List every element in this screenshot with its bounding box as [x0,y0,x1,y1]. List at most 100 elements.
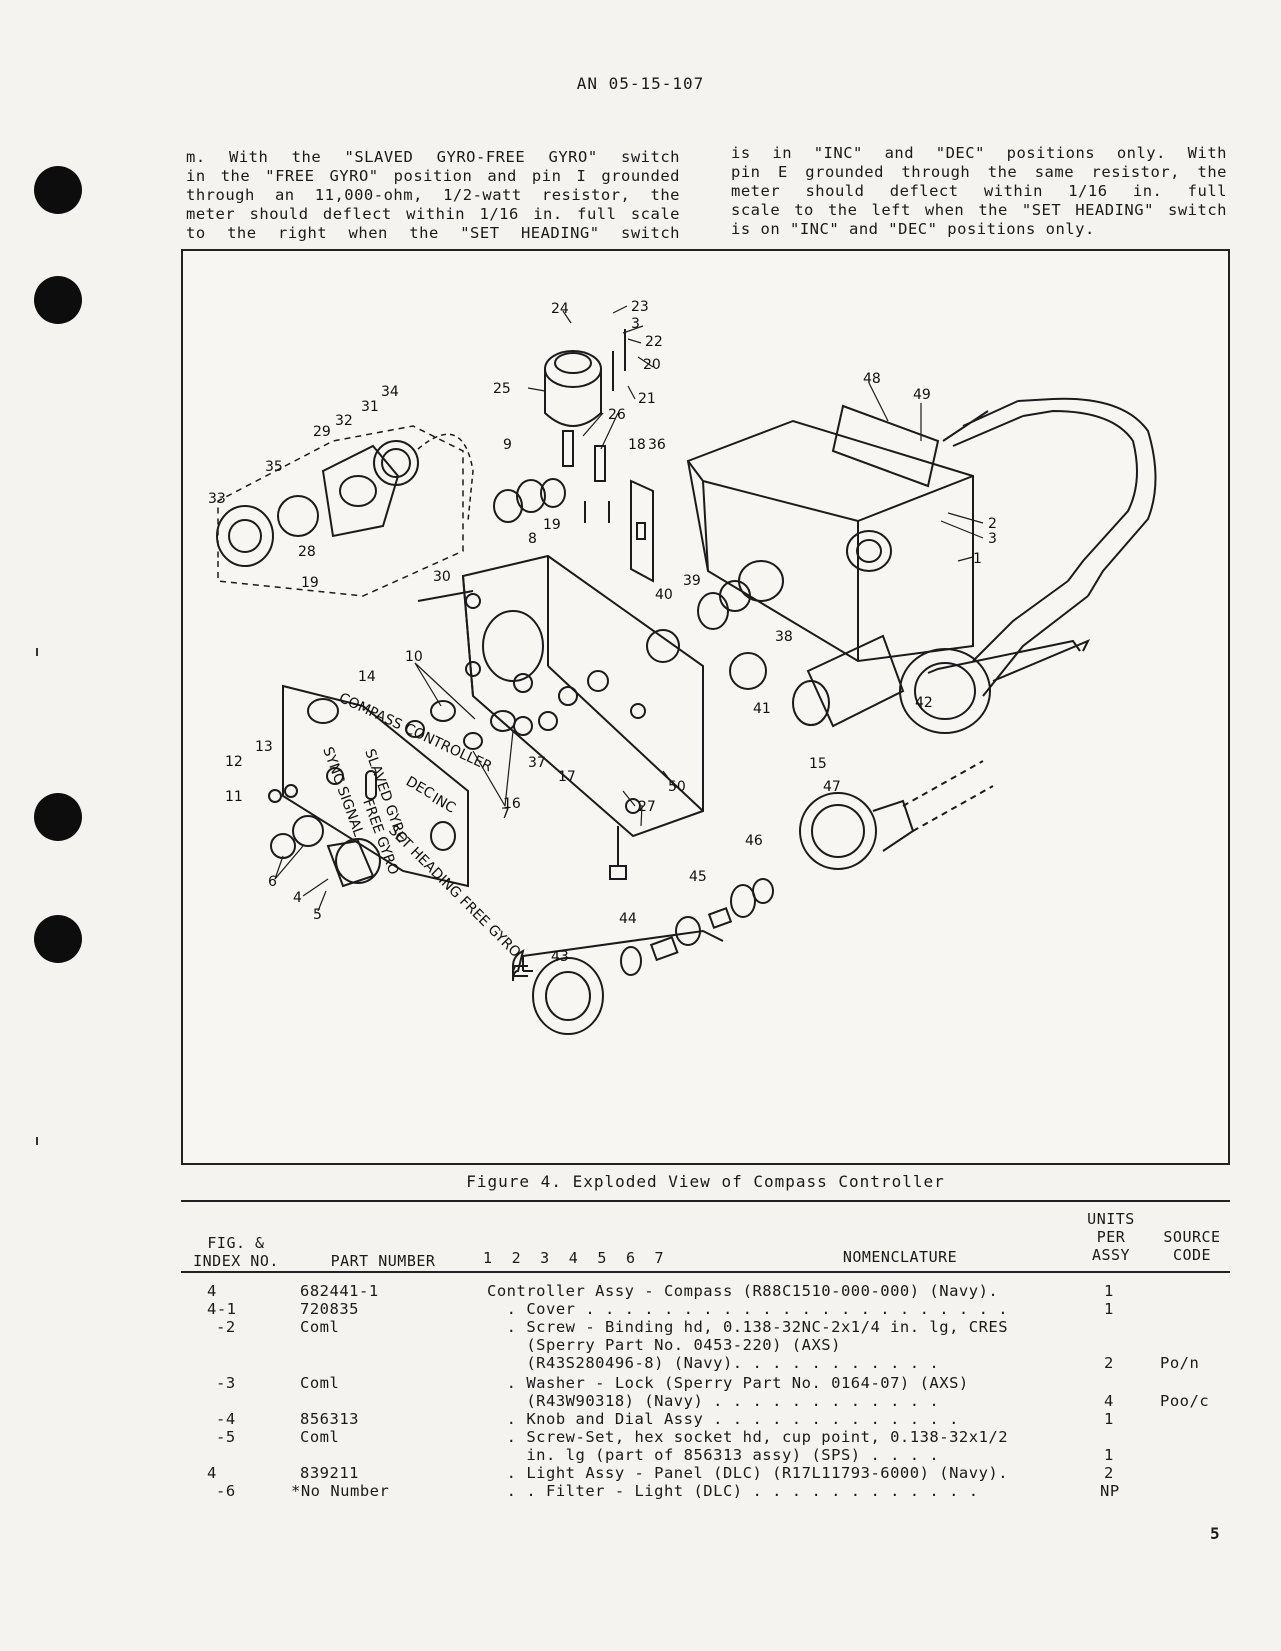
row-units: 2 [1104,1354,1114,1372]
row-source: Poo/c [1160,1392,1210,1410]
callout-9: 9 [503,437,512,453]
row-part: Coml [300,1374,340,1392]
callout-14: 14 [358,669,376,685]
callout-29: 29 [313,424,331,440]
row-nomenclature: . Cover . . . . . . . . . . . . . . . . … [487,1300,1009,1318]
callout-33: 33 [208,491,226,507]
header-units-per-assy: UNITS PER ASSY [1087,1210,1135,1264]
callout-47: 47 [823,779,841,795]
row-source: Po/n [1160,1354,1200,1372]
row-nomenclature: . Screw-Set, hex socket hd, cup point, 0… [487,1428,1009,1446]
exploded-view-drawing: COMPASS CONTROLLER SYNC SIGNAL SLAVED GY… [208,299,1157,1035]
row-units: 1 [1104,1410,1114,1428]
callout-39: 39 [683,573,701,589]
paragraph-left-column: m. With the "SLAVED GYRO-FREE GYRO" swit… [186,148,680,243]
callout-38: 38 [775,629,793,645]
callout-16: 16 [503,796,521,812]
callout-11: 11 [225,789,243,805]
row-fig: -3 [216,1374,236,1392]
motor-25-drawing [544,350,602,388]
callout-5: 5 [313,907,322,923]
row-nomenclature: . Knob and Dial Assy . . . . . . . . . .… [487,1410,959,1428]
callout-13: 13 [255,739,273,755]
paragraph-line: meter should deflect within 1/16 in. ful… [186,205,680,223]
paragraph-line: is in "INC" and "DEC" positions only. Wi… [731,144,1227,162]
callout-30: 30 [433,569,451,585]
callout-21: 21 [638,391,656,407]
row-nomenclature: . . Filter - Light (DLC) . . . . . . . .… [487,1482,979,1500]
callout-17: 17 [558,769,576,785]
paragraph-line: through an 11,000-ohm, 1/2-watt resistor… [186,186,680,204]
row-part: *No Number [291,1482,390,1500]
row-part: 839211 [300,1464,359,1482]
paragraph-right-column: is in "INC" and "DEC" positions only. Wi… [731,144,1227,239]
row-nomenclature: in. lg (part of 856313 assy) (SPS) . . .… [487,1446,940,1464]
row-units: 4 [1104,1392,1114,1410]
callout-37: 37 [528,755,546,771]
callout-36: 36 [648,437,666,453]
paragraph-line: scale to the left when the "SET HEADING"… [731,201,1227,219]
callout-24: 24 [551,301,569,317]
callout-40: 40 [655,587,673,603]
callout-20: 20 [643,357,661,373]
margin-mark [36,648,38,656]
paragraph-line: to the right when the "SET HEADING" swit… [186,224,680,242]
binder-hole-middle [34,276,82,324]
row-part: Coml [300,1428,340,1446]
callout-8: 8 [528,531,537,547]
callout-31: 31 [361,399,379,415]
paragraph-line: meter should deflect within 1/16 in. ful… [731,182,1227,200]
callout-49: 49 [913,387,931,403]
row-units: 1 [1104,1282,1114,1300]
table-top-rule [181,1200,1230,1202]
connector-47-drawing [799,792,877,870]
header-indent-levels: 1 2 3 4 5 6 7 [483,1249,665,1267]
rotary-switch-drawing [806,634,905,728]
row-nomenclature: (Sperry Part No. 0453-220) (AXS) [487,1336,841,1354]
paragraph-line: m. With the "SLAVED GYRO-FREE GYRO" swit… [186,148,680,166]
paragraph-line: pin E grounded through the same resistor… [731,163,1227,181]
cover-box-drawing [686,419,974,663]
row-fig: 4 [207,1282,217,1300]
callout-23: 23 [631,299,649,315]
paragraph-line: is on "INC" and "DEC" positions only. [731,220,1095,238]
callout-41: 41 [753,701,771,717]
callout-3: 3 [988,531,997,547]
row-units: 1 [1104,1300,1114,1318]
row-part: 856313 [300,1410,359,1428]
callout-34: 34 [381,384,399,400]
callout-44: 44 [619,911,637,927]
row-nomenclature: (R43W90318) (Navy) . . . . . . . . . . .… [487,1392,940,1410]
header-nomenclature: NOMENCLATURE [842,1248,958,1266]
row-nomenclature: (R43S280496-8) (Navy). . . . . . . . . .… [487,1354,940,1372]
binder-hole-top [34,166,82,214]
callout-19: 19 [301,575,319,591]
row-nomenclature: . Screw - Binding hd, 0.138-32NC-2x1/4 i… [487,1318,1009,1336]
callout-46: 46 [745,833,763,849]
row-nomenclature: . Light Assy - Panel (DLC) (R17L11793-60… [487,1464,1009,1482]
row-units: 2 [1104,1464,1114,1482]
callout-6: 6 [268,874,277,890]
exploded-view-figure: COMPASS CONTROLLER SYNC SIGNAL SLAVED GY… [181,249,1230,1165]
header-fig-index: FIG. & INDEX NO. [193,1234,279,1270]
callout-32: 32 [335,413,353,429]
callout-42: 42 [915,695,933,711]
callout-27: 27 [638,799,656,815]
panel-inc-text: INC [429,791,458,817]
callout-12: 12 [225,754,243,770]
panel-dec-text: DEC [403,774,437,803]
callout-3: 3 [631,316,640,332]
callout-7: 7 [501,806,510,822]
binder-hole-bottom [34,915,82,963]
connector-33-drawing [216,505,274,567]
callout-35: 35 [265,459,283,475]
callout-10: 10 [405,649,423,665]
panel-sync-signal-text: SYNC SIGNAL [319,745,366,839]
callout-22: 22 [645,334,663,350]
row-fig: 4 [207,1464,217,1482]
callout-28: 28 [298,544,316,560]
callout-19: 19 [543,517,561,533]
row-fig: -2 [216,1318,236,1336]
connector-42-drawing [899,648,991,734]
row-units: NP [1100,1482,1120,1500]
